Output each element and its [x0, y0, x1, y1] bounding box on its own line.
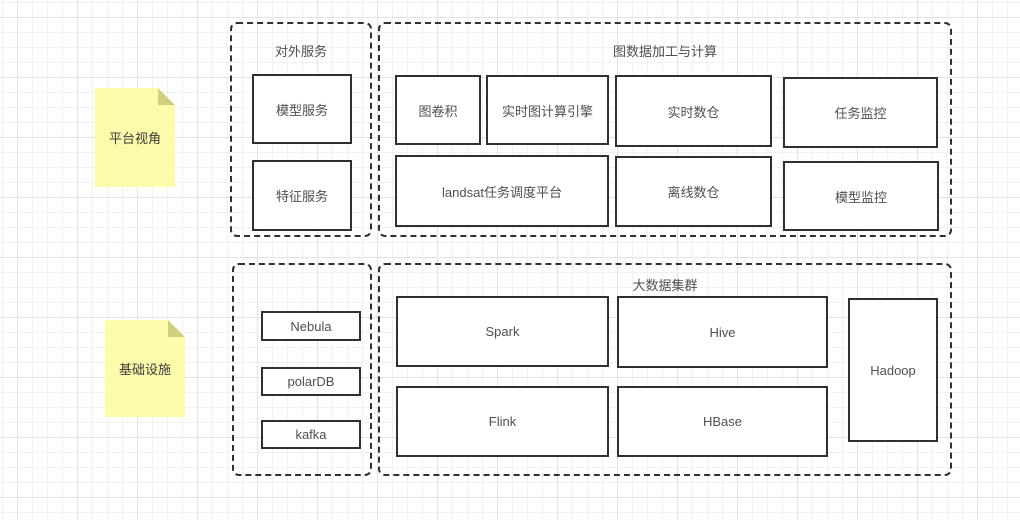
shape-label: 模型监控 [834, 189, 887, 205]
note-label: 平台视角 [108, 131, 161, 146]
shape-label: 任务监控 [834, 106, 887, 121]
shape-label: 图卷积 [418, 103, 458, 119]
group-title: 大数据集群 [632, 278, 698, 293]
shape-realtime-graph-engine[interactable]: 实时图计算引擎 [486, 75, 609, 145]
shape-label: 实时数仓 [667, 104, 720, 120]
shape-spark[interactable]: Spark [396, 296, 609, 367]
group-graph-data-processing[interactable]: 图数据加工与计算 图卷积 实时图计算引擎 实时数仓 任务监控 landsat任务… [378, 22, 952, 237]
sticky-note-infrastructure[interactable]: 基础设施 [105, 320, 185, 417]
shape-label: polarDB [287, 374, 335, 389]
shape-label: Hadoop [870, 362, 916, 378]
sticky-note-platform-view[interactable]: 平台视角 [95, 88, 175, 187]
shape-graph-convolution[interactable]: 图卷积 [395, 75, 481, 145]
shape-label: Spark [485, 324, 520, 339]
shape-label: kafka [295, 427, 327, 442]
shape-model-service[interactable]: 模型服务 [252, 74, 352, 144]
group-external-services[interactable]: 对外服务 模型服务 特征服务 [230, 22, 372, 237]
group-storage-middleware[interactable]: Nebula polarDB kafka [232, 263, 372, 476]
shape-flink[interactable]: Flink [396, 386, 609, 457]
group-title: 对外服务 [274, 44, 327, 59]
shape-offline-warehouse[interactable]: 离线数仓 [615, 156, 772, 227]
shape-label: HBase [702, 414, 743, 429]
shape-kafka[interactable]: kafka [261, 420, 361, 449]
group-title: 图数据加工与计算 [612, 44, 717, 59]
shape-label: 模型服务 [275, 102, 328, 118]
shape-label: Hive [709, 324, 736, 340]
shape-hbase[interactable]: HBase [617, 386, 828, 457]
note-fold-icon [168, 320, 185, 337]
shape-label: 离线数仓 [667, 185, 720, 200]
note-label: 基础设施 [118, 362, 171, 377]
shape-label: landsat任务调度平台 [442, 184, 562, 200]
shape-landsat-scheduler[interactable]: landsat任务调度平台 [395, 155, 609, 227]
shape-label: 实时图计算引擎 [501, 103, 593, 119]
shape-task-monitor[interactable]: 任务监控 [783, 77, 938, 148]
shape-hive[interactable]: Hive [617, 296, 828, 368]
group-bigdata-cluster[interactable]: 大数据集群 Spark Hive Flink HBase Hadoop [378, 263, 952, 476]
shape-realtime-warehouse[interactable]: 实时数仓 [615, 75, 772, 147]
shape-label: Nebula [290, 318, 332, 334]
note-fold-icon [158, 88, 175, 105]
shape-label: 特征服务 [275, 189, 328, 204]
shape-model-monitor[interactable]: 模型监控 [783, 161, 939, 231]
shape-hadoop[interactable]: Hadoop [848, 298, 938, 442]
shape-label: Flink [488, 414, 517, 429]
shape-nebula[interactable]: Nebula [261, 311, 361, 341]
shape-feature-service[interactable]: 特征服务 [252, 160, 352, 231]
shape-polardb[interactable]: polarDB [261, 367, 361, 396]
